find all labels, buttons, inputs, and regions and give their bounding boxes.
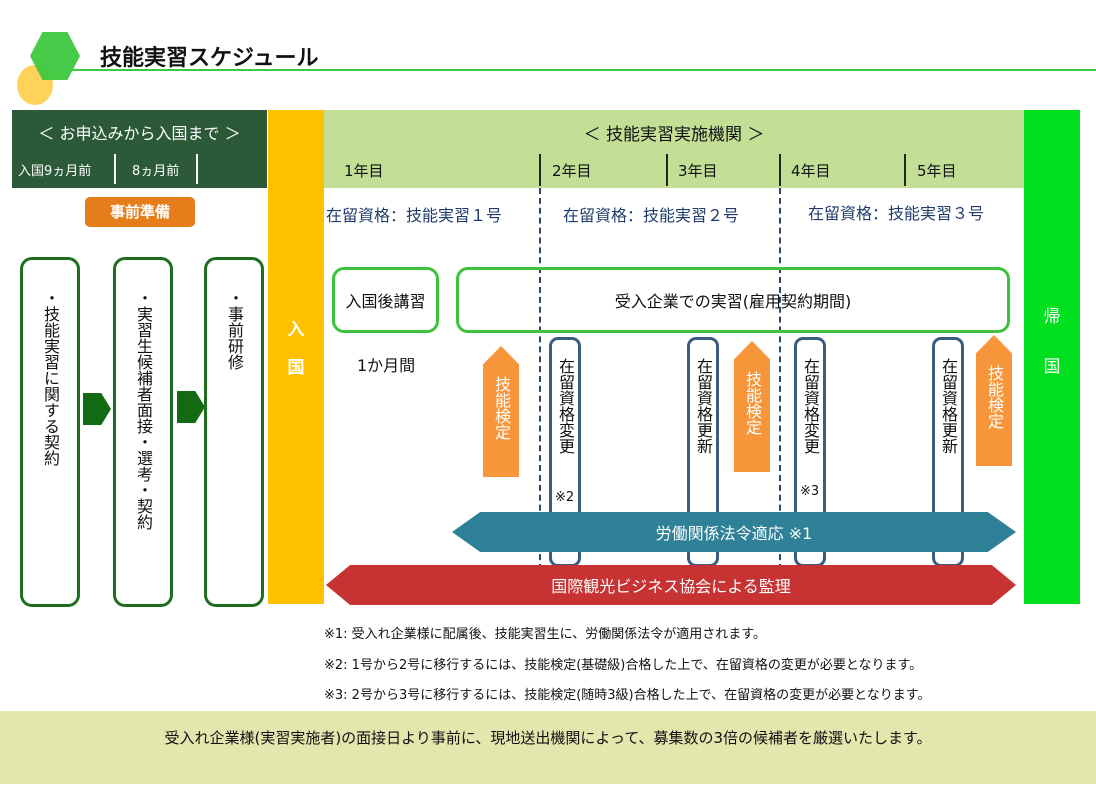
year-1: 1年目	[344, 162, 384, 180]
status-tech-intern-2: 在留資格：技能実習２号	[563, 206, 740, 225]
footnote-2: ※2: 1号から2号に移行するには、技能検定(基礎級)合格した上で、在留資格の変…	[324, 658, 923, 673]
step-contract: ・技能実習に関する契約	[20, 257, 80, 607]
footer-text: 受入れ企業様(実習実施者)の面接日より事前に、現地送出機関によって、募集数の3倍…	[164, 729, 932, 747]
return-char: 国	[1043, 357, 1061, 377]
labor-law-label: 労働関係法令適応 ※1	[655, 524, 813, 543]
return-char: 帰	[1043, 307, 1061, 327]
pre-entry-header: ＜ お申込みから入国まで ＞ 入国9ヵ月前 8ヵ月前	[12, 110, 267, 188]
month-9-before: 入国9ヵ月前	[18, 164, 92, 179]
year-divider	[539, 154, 541, 186]
title-underline	[68, 69, 1096, 71]
footnote-1: ※1: 受入れ企業様に配属後、技能実習生に、労働関係法令が適用されます。	[324, 627, 766, 642]
skill-test-arrow: 技能検定	[734, 341, 770, 472]
year-4: 4年目	[791, 162, 831, 180]
year-divider	[666, 154, 668, 186]
status-renew-label: 在留資格更新	[694, 358, 713, 454]
entry-char: 国	[287, 358, 305, 378]
skill-test-arrow: 技能検定	[483, 346, 519, 477]
skill-test-label: 技能検定	[492, 376, 511, 440]
advance-preparation-label: 事前準備	[85, 197, 195, 227]
note-ref-2: ※2	[555, 490, 575, 505]
status-tech-intern-1: 在留資格：技能実習１号	[326, 206, 503, 225]
page-title: 技能実習スケジュール	[100, 46, 319, 71]
post-entry-training-box: 入国後講習	[332, 267, 439, 333]
year-3: 3年目	[678, 162, 718, 180]
entry-char: 入	[287, 320, 305, 340]
dashed-divider	[539, 188, 541, 570]
year-2: 2年目	[552, 162, 592, 180]
step-arrow-icon	[83, 393, 111, 425]
skill-test-label: 技能検定	[743, 371, 762, 435]
skill-test-arrow: 技能検定	[976, 335, 1012, 466]
supervision-label: 国際観光ビジネス協会による監理	[551, 577, 791, 596]
post-entry-duration: 1か月間	[357, 356, 416, 375]
month-8-before: 8ヵ月前	[132, 164, 180, 179]
year-divider	[779, 154, 781, 186]
implementing-org-header: ＜ 技能実習実施機関 ＞ 1年目 2年目 3年目 4年目 5年目	[324, 110, 1024, 188]
company-training-label: 受入企業での実習(雇用契約期間)	[614, 292, 852, 311]
month-divider	[114, 154, 116, 184]
note-ref-3: ※3	[800, 484, 820, 499]
return-column: 帰 国	[1024, 110, 1080, 604]
step-arrow-icon	[177, 391, 205, 423]
month-divider	[196, 154, 198, 184]
labor-law-bar: 労働関係法令適応 ※1	[452, 512, 1016, 552]
year-5: 5年目	[917, 162, 957, 180]
footnote-3: ※3: 2号から3号に移行するには、技能検定(随時3級)合格した上で、在留資格の…	[324, 688, 931, 703]
step-interview: ・実習生候補者面接・選考・契約	[113, 257, 173, 607]
dashed-divider	[779, 188, 781, 570]
status-renew-label: 在留資格更新	[939, 358, 958, 454]
step-label: ・実習生候補者面接・選考・契約	[134, 290, 153, 530]
status-change-label: 在留資格変更	[801, 358, 820, 454]
supervision-bar: 国際観光ビジネス協会による監理	[326, 565, 1016, 605]
post-entry-training-label: 入国後講習	[345, 292, 426, 311]
year-divider	[904, 154, 906, 186]
step-pre-training: ・事前研修	[204, 257, 264, 607]
skill-test-label: 技能検定	[985, 365, 1004, 429]
step-label: ・事前研修	[225, 290, 244, 370]
step-label: ・技能実習に関する契約	[41, 290, 60, 466]
status-change-label: 在留資格変更	[556, 358, 575, 454]
company-training-box: 受入企業での実習(雇用契約期間)	[456, 267, 1010, 333]
footer-banner: 受入れ企業様(実習実施者)の面接日より事前に、現地送出機関によって、募集数の3倍…	[0, 711, 1096, 784]
entry-column: 入 国	[268, 110, 324, 604]
status-tech-intern-3: 在留資格：技能実習３号	[808, 204, 985, 223]
pre-entry-title: ＜ お申込みから入国まで ＞	[38, 124, 241, 143]
implementing-org-title: ＜ 技能実習実施機関 ＞	[583, 125, 765, 145]
